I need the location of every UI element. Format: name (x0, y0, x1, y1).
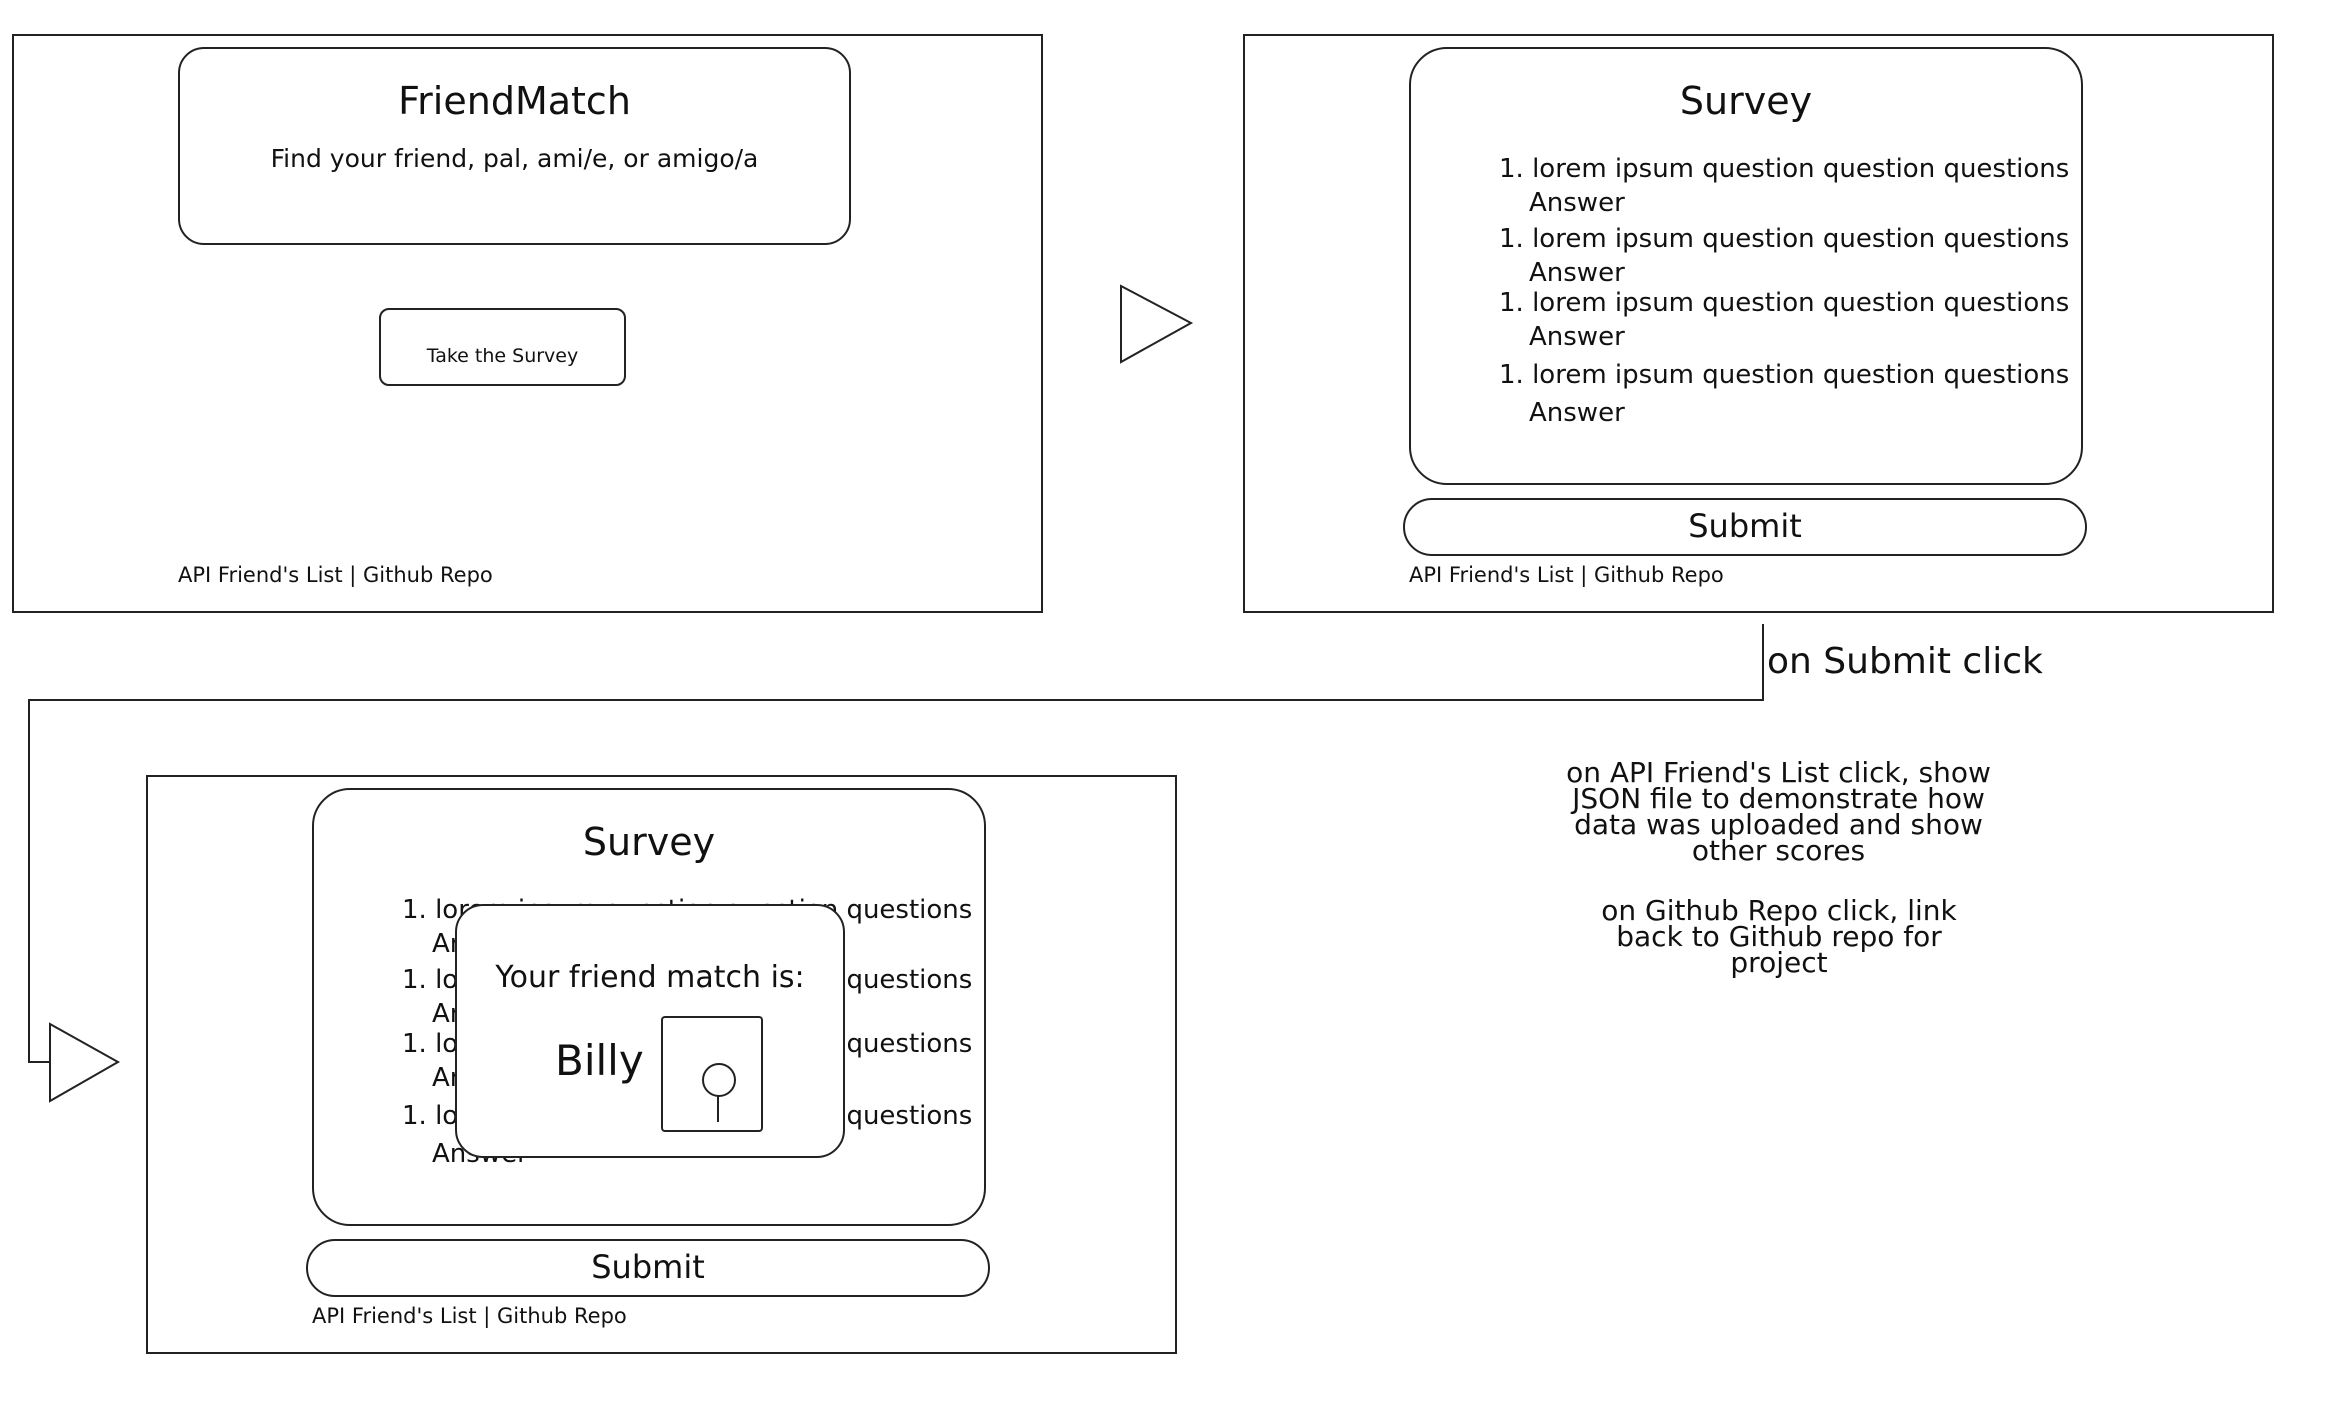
github-repo-link[interactable]: Github Repo (497, 1304, 627, 1328)
github-link-note: on Github Repo click, link back to Githu… (1601, 894, 1957, 979)
answer-field[interactable]: Answer (1529, 188, 1625, 218)
footer-separator: | (1580, 563, 1588, 587)
submit-button[interactable]: Submit (1403, 498, 2087, 556)
survey-title: Survey (1679, 79, 1813, 123)
github-repo-link[interactable]: Github Repo (1594, 563, 1724, 587)
app-tagline: Find your friend, pal, ami/e, or amigo/a (270, 144, 759, 173)
footer-separator: | (349, 563, 357, 587)
github-repo-link[interactable]: Github Repo (363, 563, 493, 587)
survey-question: 1. lorem ipsum question question questio… (1499, 154, 2070, 218)
answer-field[interactable]: Answer (1529, 322, 1625, 352)
survey-question: 1. lorem ipsum question question questio… (1499, 288, 2070, 352)
survey-question: 1. lorem ipsum question question questio… (1499, 224, 2070, 288)
person-photo-icon (661, 1016, 763, 1132)
take-survey-button[interactable]: Take the Survey (379, 308, 626, 386)
person-photo-icon (702, 1063, 736, 1122)
answer-field[interactable]: Answer (1529, 258, 1625, 288)
api-friends-list-link[interactable]: API Friend's List (178, 563, 343, 587)
answer-field[interactable]: Answer (1529, 398, 1625, 428)
api-friends-list-link[interactable]: API Friend's List (312, 1304, 477, 1328)
survey-footer: API Friend's List | Github Repo (1409, 563, 1724, 587)
survey-card: Survey 1. lorem ipsum question question … (1409, 47, 2083, 485)
submit-transition-label: on Submit click (1767, 641, 2043, 682)
survey-question: 1. lorem ipsum question question questio… (1499, 360, 2070, 428)
result-screen: Survey 1. lorem ipsum question question … (146, 775, 1177, 1354)
result-survey-card: Survey 1. lorem ipsum question question … (312, 788, 986, 1226)
survey-screen: Survey 1. lorem ipsum question question … (1243, 34, 2274, 613)
landing-screen: FriendMatch Find your friend, pal, ami/e… (12, 34, 1043, 613)
api-link-note: on API Friend's List click, show JSON fi… (1566, 756, 1991, 867)
take-survey-label: Take the Survey (426, 345, 579, 367)
footer-separator: | (483, 1304, 491, 1328)
flow-arrow-2 (49, 1022, 121, 1103)
result-survey-title: Survey (582, 820, 716, 864)
landing-footer: API Friend's List | Github Repo (178, 563, 493, 587)
landing-header-card: FriendMatch Find your friend, pal, ami/e… (178, 47, 851, 245)
result-footer: API Friend's List | Github Repo (312, 1304, 627, 1328)
match-friend-name: Billy (555, 1036, 644, 1085)
match-modal: Your friend match is: Billy (455, 904, 845, 1158)
app-title: FriendMatch (398, 79, 631, 123)
survey-question-list: 1. lorem ipsum question question questio… (1499, 154, 2069, 428)
result-submit-button[interactable]: Submit (306, 1239, 990, 1297)
match-heading: Your friend match is: (495, 960, 805, 995)
submit-flow-line (28, 624, 1764, 1063)
api-friends-list-link[interactable]: API Friend's List (1409, 563, 1574, 587)
flow-arrow-1 (1120, 284, 1194, 364)
